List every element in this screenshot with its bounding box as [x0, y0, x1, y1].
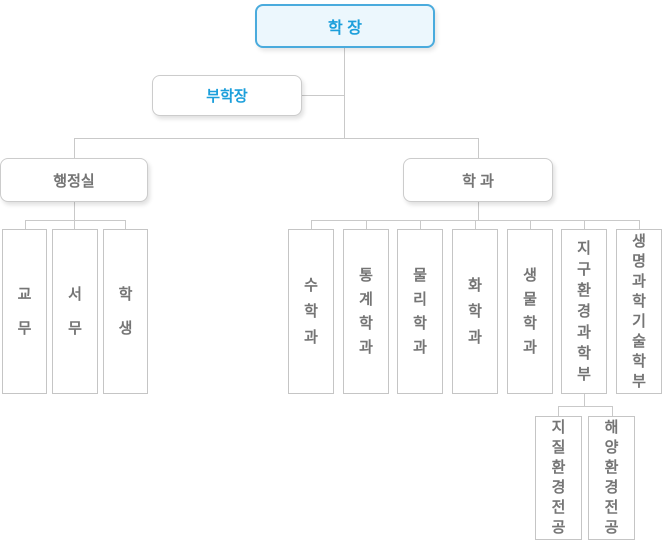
- connector-major-drop-2: [612, 406, 613, 416]
- connector-admin-office-vertical: [74, 202, 75, 229]
- node-chemistry-dept: 화학과: [452, 229, 498, 394]
- node-earth-env-science-div-label: 지구환경과학부: [577, 240, 591, 383]
- node-physics-dept: 물리학과: [397, 229, 443, 394]
- connector-departments-drop: [478, 138, 479, 159]
- node-marine-env-major: 해양환경전공: [588, 416, 635, 540]
- connector-admin-child-drop-1: [25, 220, 26, 229]
- node-gyomu: 교무: [2, 229, 47, 394]
- node-vice-dean-label: 부학장: [206, 88, 248, 105]
- connector-admin-office-drop: [74, 138, 75, 159]
- connector-departments-vertical: [478, 202, 479, 220]
- node-marine-env-major-label: 해양환경전공: [604, 419, 619, 536]
- connector-earth-env-vertical: [584, 394, 585, 406]
- node-departments: 학 과: [403, 158, 553, 202]
- connector-dept-child-drop-3: [420, 220, 421, 229]
- node-seomu-label: 서무: [68, 285, 82, 337]
- node-geological-env-major-label: 지질환경전공: [551, 419, 566, 536]
- node-biology-dept-label: 생물학과: [523, 266, 537, 356]
- node-admin-office: 행정실: [0, 158, 148, 202]
- node-math-dept: 수학과: [288, 229, 334, 394]
- connector-admin-child-drop-3: [125, 220, 126, 229]
- connector-dept-child-drop-2: [366, 220, 367, 229]
- node-geological-env-major: 지질환경전공: [535, 416, 582, 540]
- node-life-science-tech-div-label: 생명과학기술학부: [632, 232, 646, 390]
- connector-level2-horizontal: [74, 138, 478, 139]
- connector-majors-horizontal: [558, 406, 612, 407]
- connector-dept-child-drop-7: [639, 220, 640, 229]
- connector-dean-vertical: [344, 48, 345, 138]
- connector-vice-dean-horizontal: [302, 95, 344, 96]
- node-earth-env-science-div: 지구환경과학부: [561, 229, 607, 394]
- node-seomu: 서무: [52, 229, 98, 394]
- node-vice-dean: 부학장: [152, 75, 302, 116]
- node-statistics-dept: 통계학과: [343, 229, 389, 394]
- connector-dept-child-drop-5: [530, 220, 531, 229]
- node-chemistry-dept-label: 화학과: [468, 276, 482, 346]
- node-dean-label: 학 장: [328, 20, 362, 37]
- node-haksaeng-label: 학생: [118, 285, 133, 337]
- node-dean: 학 장: [255, 4, 435, 48]
- node-life-science-tech-div: 생명과학기술학부: [616, 229, 662, 394]
- node-gyomu-label: 교무: [17, 285, 32, 337]
- node-biology-dept: 생물학과: [507, 229, 553, 394]
- node-statistics-dept-label: 통계학과: [359, 266, 373, 356]
- node-physics-dept-label: 물리학과: [413, 266, 427, 356]
- node-departments-label: 학 과: [462, 172, 494, 190]
- connector-dept-child-drop-4: [475, 220, 476, 229]
- connector-dept-child-drop-1: [311, 220, 312, 229]
- connector-major-drop-1: [558, 406, 559, 416]
- connector-admin-children-horizontal: [25, 220, 125, 221]
- node-haksaeng: 학생: [103, 229, 148, 394]
- node-admin-office-label: 행정실: [53, 172, 95, 190]
- connector-dept-child-drop-6: [584, 220, 585, 229]
- node-math-dept-label: 수학과: [304, 276, 318, 346]
